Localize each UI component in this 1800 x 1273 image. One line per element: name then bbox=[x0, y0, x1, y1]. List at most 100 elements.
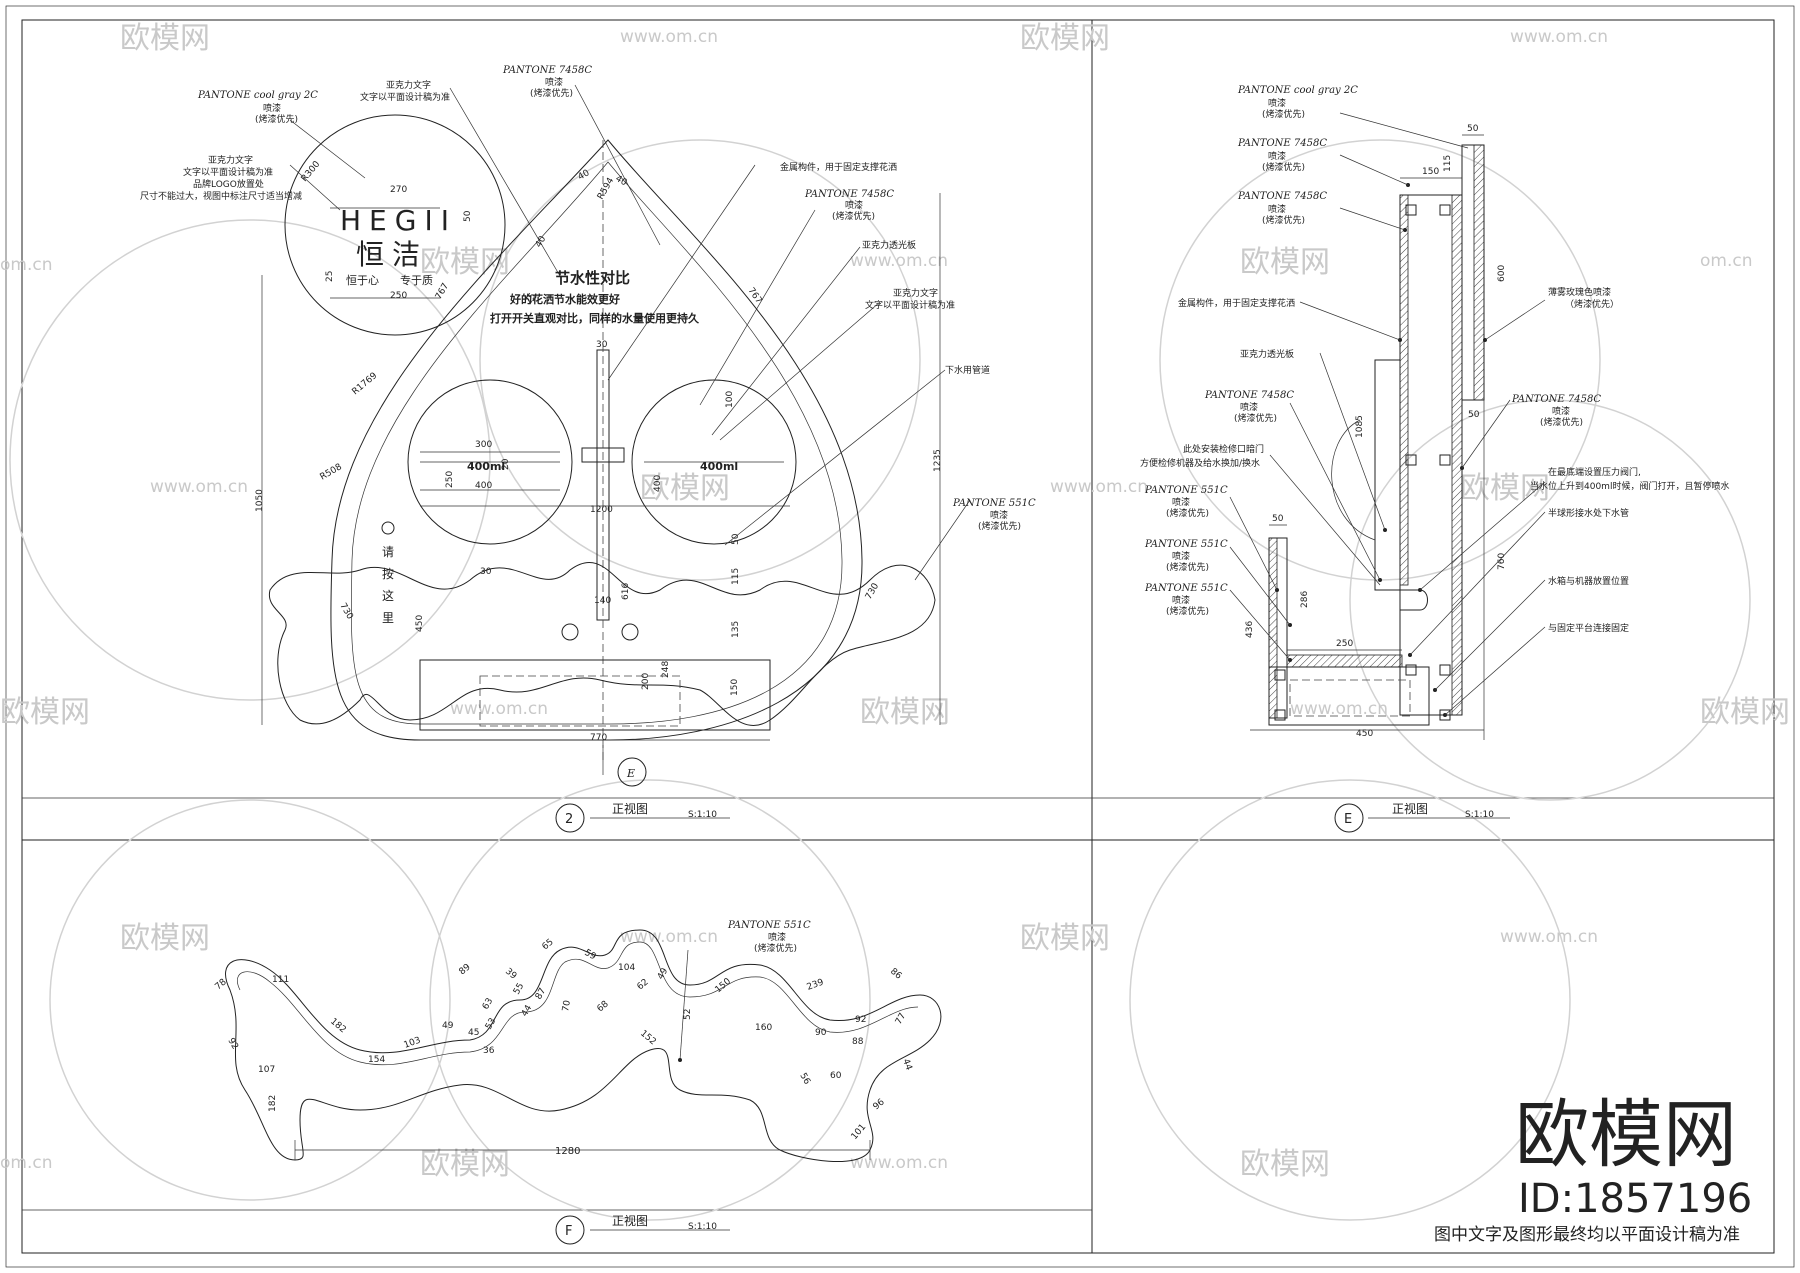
outer-border bbox=[5, 5, 1795, 1268]
watermark-url: www.om.cn bbox=[450, 699, 548, 719]
splash-profile-outline bbox=[225, 929, 942, 1162]
note-tray: 半球形接水处下水管 bbox=[1548, 507, 1629, 519]
splash-wave bbox=[268, 562, 936, 726]
dimension-values: 78 111 92 182 107 182 154 103 49 45 36 8… bbox=[214, 937, 914, 1157]
svg-text:115: 115 bbox=[731, 568, 741, 585]
note-logo-size: 尺寸不能过大，视图中标注尺寸适当增减 bbox=[140, 190, 302, 202]
svg-text:450: 450 bbox=[1356, 729, 1373, 739]
svg-text:86: 86 bbox=[888, 967, 903, 982]
svg-text:49: 49 bbox=[656, 966, 671, 981]
svg-text:50: 50 bbox=[1272, 514, 1284, 524]
svg-text:250: 250 bbox=[390, 291, 407, 301]
svg-text:103: 103 bbox=[403, 1036, 423, 1051]
svg-text:760: 760 bbox=[1497, 553, 1507, 570]
svg-text:40: 40 bbox=[534, 234, 549, 249]
watermark-brand: 欧模网 bbox=[1700, 695, 1790, 730]
view-number: F bbox=[565, 1224, 572, 1239]
svg-text:300: 300 bbox=[475, 440, 492, 450]
view-f-splash-profile: 78 111 92 182 107 182 154 103 49 45 36 8… bbox=[214, 920, 942, 1245]
leader-lines bbox=[1229, 112, 1546, 716]
svg-text:1235: 1235 bbox=[933, 449, 943, 472]
svg-text:140: 140 bbox=[594, 596, 611, 606]
acrylic-panel bbox=[1374, 359, 1401, 591]
svg-text:1280: 1280 bbox=[555, 1146, 580, 1157]
view-2-front-elevation: E HEGII 恒洁 恒于心 专于质 bbox=[140, 65, 1036, 833]
watermark-url: www.om.cn bbox=[850, 1153, 948, 1173]
note-logo-pos: 品牌LOGO放置处 bbox=[193, 178, 264, 190]
base-block bbox=[419, 659, 771, 731]
view-scale: S:1:10 bbox=[688, 810, 717, 820]
logo-circle bbox=[284, 114, 506, 336]
view-title: 正视图 bbox=[1392, 801, 1428, 816]
svg-text:R508: R508 bbox=[319, 462, 345, 483]
svg-text:152: 152 bbox=[638, 1029, 658, 1048]
note-acrylic-text: 亚克力文字 bbox=[208, 154, 253, 166]
svg-text:44: 44 bbox=[520, 1003, 535, 1018]
svg-text:150: 150 bbox=[1422, 167, 1439, 177]
note-spray: 喷漆 bbox=[1552, 405, 1570, 417]
section-marker-label: E bbox=[626, 767, 635, 780]
note-valve-detail: 当水位上升到400ml时候，阀门打开，且暂停喷水 bbox=[1530, 480, 1729, 492]
note-gray-code: PANTONE cool gray 2C bbox=[197, 90, 318, 101]
view-number: E bbox=[1344, 812, 1352, 827]
note-spray: 喷漆 bbox=[1268, 97, 1286, 109]
svg-text:248: 248 bbox=[661, 661, 671, 678]
watermark-brand: 欧模网 bbox=[420, 1147, 510, 1182]
brand-logo-en: HEGII bbox=[340, 204, 457, 237]
watermark-url: om.cn bbox=[0, 1153, 53, 1173]
press-text: 按 bbox=[382, 567, 394, 581]
note-by-design: 文字以平面设计稿为准 bbox=[183, 166, 273, 178]
svg-text:250: 250 bbox=[1336, 639, 1353, 649]
note-acrylic-panel: 亚克力透光板 bbox=[1240, 348, 1294, 360]
note-spray: 喷漆 bbox=[1172, 550, 1190, 562]
note-blue-code: PANTONE 551C bbox=[952, 498, 1036, 509]
watermark-brand: 欧模网 bbox=[1020, 21, 1110, 56]
svg-text:96: 96 bbox=[872, 1097, 887, 1112]
svg-text:182: 182 bbox=[268, 1095, 278, 1112]
cup-left-circle bbox=[407, 379, 573, 545]
svg-text:60: 60 bbox=[830, 1071, 842, 1081]
note-spray: 喷漆 bbox=[768, 931, 786, 943]
svg-text:25: 25 bbox=[524, 292, 538, 307]
view-number-badge bbox=[1334, 803, 1364, 833]
note-bake: (烤漆优先) bbox=[1540, 416, 1583, 428]
view-scale: S:1:10 bbox=[1465, 810, 1494, 820]
svg-text:50: 50 bbox=[731, 533, 741, 545]
stamp-footer: 图中文字及图形最终均以平面设计稿为准 bbox=[1434, 1225, 1740, 1245]
svg-text:1085: 1085 bbox=[1355, 415, 1365, 438]
inner-border bbox=[21, 19, 1775, 1254]
svg-text:68: 68 bbox=[596, 999, 611, 1014]
note-bake: (烤漆优先) bbox=[1166, 561, 1209, 573]
svg-text:770: 770 bbox=[590, 733, 607, 743]
watermark-url: www.om.cn bbox=[150, 477, 248, 497]
note-access-purpose: 方便检修机器及给水换加/换水 bbox=[1140, 457, 1260, 469]
note-access-door: 此处安装检修口暗门 bbox=[1183, 443, 1264, 455]
svg-text:135: 135 bbox=[731, 621, 741, 638]
svg-text:30: 30 bbox=[596, 340, 608, 350]
svg-text:45: 45 bbox=[468, 1028, 479, 1038]
headline: 节水性对比 bbox=[555, 269, 630, 287]
svg-text:30: 30 bbox=[480, 567, 492, 577]
svg-text:90: 90 bbox=[815, 1028, 827, 1038]
svg-text:50: 50 bbox=[463, 210, 473, 222]
svg-text:200: 200 bbox=[641, 673, 651, 690]
view-number: 2 bbox=[565, 812, 573, 827]
note-spray: 喷漆 bbox=[1268, 203, 1286, 215]
watermark-url: www.om.cn bbox=[1510, 27, 1608, 47]
slogan-right: 专于质 bbox=[400, 273, 433, 287]
note-spray: 喷漆 bbox=[1172, 496, 1190, 508]
svg-text:63: 63 bbox=[481, 997, 495, 1012]
note-gray-code: PANTONE cool gray 2C bbox=[1237, 85, 1358, 96]
note-spray: 喷漆 bbox=[990, 509, 1008, 521]
svg-text:59: 59 bbox=[583, 948, 598, 963]
svg-text:400: 400 bbox=[475, 481, 492, 491]
cup-right-volume: 400ml bbox=[700, 460, 738, 473]
svg-text:436: 436 bbox=[1245, 621, 1255, 638]
svg-text:1200: 1200 bbox=[590, 505, 613, 515]
note-bake: (烤漆优先) bbox=[1166, 605, 1209, 617]
watermark-url: www.om.cn bbox=[1500, 927, 1598, 947]
note-spray: 喷漆 bbox=[545, 76, 563, 88]
svg-text:50: 50 bbox=[1468, 410, 1480, 420]
svg-text:56: 56 bbox=[797, 1072, 812, 1087]
